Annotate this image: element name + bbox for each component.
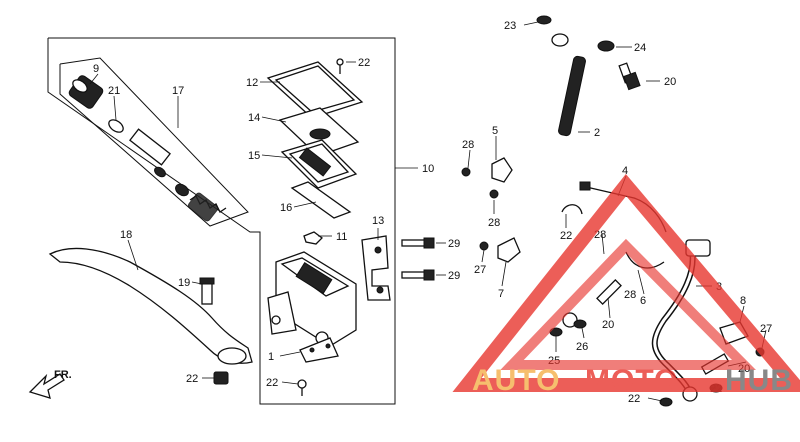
callout-27a: 27 bbox=[474, 264, 486, 276]
screw-28a bbox=[461, 167, 471, 177]
switch-bracket bbox=[299, 337, 339, 363]
screw-25 bbox=[336, 58, 344, 74]
bolt-20-mid bbox=[596, 279, 622, 305]
watermark-text-hub: HUB bbox=[725, 364, 793, 397]
holder bbox=[361, 235, 391, 301]
front-direction-arrow: FR. bbox=[28, 369, 72, 399]
callout-22a: 23 bbox=[504, 20, 516, 32]
callout-17: 17 bbox=[172, 85, 184, 97]
screw-26 bbox=[297, 379, 307, 396]
callout-28d: 28 bbox=[624, 289, 636, 301]
callout-20a: 20 bbox=[664, 76, 676, 88]
callout-7: 7 bbox=[498, 288, 504, 300]
callout-19: 19 bbox=[178, 277, 190, 289]
bolts-29 bbox=[401, 237, 435, 281]
direction-label: FR. bbox=[54, 369, 72, 381]
piston-boot bbox=[68, 75, 104, 109]
bolt-20-top bbox=[618, 62, 641, 91]
callout-2: 2 bbox=[594, 127, 600, 139]
callout-4: 4 bbox=[622, 165, 628, 177]
bolt-27a bbox=[479, 241, 489, 251]
callout-25: 22 bbox=[358, 57, 370, 69]
callout-10: 10 bbox=[422, 163, 434, 175]
clip-11 bbox=[303, 231, 323, 245]
callout-11: 11 bbox=[336, 231, 347, 243]
brake-lever bbox=[48, 247, 253, 365]
brake-hose-2 bbox=[538, 33, 586, 328]
clamp-5 bbox=[491, 157, 513, 183]
callout-22e: 22 bbox=[628, 393, 640, 405]
callout-24: 22 bbox=[560, 230, 572, 242]
callout-8: 8 bbox=[740, 295, 746, 307]
diaphragm bbox=[280, 139, 358, 189]
callout-22b: 24 bbox=[634, 42, 646, 54]
callout-15: 15 bbox=[248, 150, 260, 162]
callout-29b: 29 bbox=[448, 270, 460, 282]
circlip bbox=[108, 119, 124, 133]
piston-kit-frame bbox=[59, 57, 249, 227]
callout-5: 5 bbox=[492, 125, 498, 137]
callout-29a: 29 bbox=[448, 238, 460, 250]
callout-20b: 20 bbox=[602, 319, 614, 331]
callout-27b: 27 bbox=[760, 323, 772, 335]
callout-9: 9 bbox=[93, 63, 99, 75]
watermark-triangle-outer bbox=[452, 173, 800, 392]
callout-14: 14 bbox=[248, 112, 260, 124]
reservoir-cap bbox=[266, 61, 364, 119]
leader-lines bbox=[89, 21, 767, 402]
callout-18: 18 bbox=[120, 229, 132, 241]
callout-23: 21 bbox=[108, 85, 120, 97]
cap-plate bbox=[278, 107, 360, 157]
watermark: AUTO MOTO HUB bbox=[452, 173, 800, 397]
washers-top bbox=[536, 15, 615, 52]
callout-1: 1 bbox=[268, 351, 274, 363]
float-plate bbox=[290, 181, 352, 219]
watermark-text-moto: MOTO bbox=[585, 364, 678, 397]
pivot-bolt-19 bbox=[199, 277, 215, 305]
callout-labels: 9 21 17 12 14 15 16 11 13 22 10 29 29 1 … bbox=[93, 20, 772, 405]
watermark-triangle-inner bbox=[500, 238, 756, 370]
master-cylinder-body bbox=[267, 251, 357, 347]
callout-26: 22 bbox=[266, 377, 278, 389]
callout-13: 13 bbox=[372, 215, 384, 227]
callout-12: 12 bbox=[246, 77, 258, 89]
nut-21 bbox=[213, 371, 229, 385]
assembly-frame bbox=[47, 37, 418, 405]
callout-28b: 28 bbox=[488, 217, 500, 229]
callout-22d: 26 bbox=[576, 341, 588, 353]
callout-16: 16 bbox=[280, 202, 292, 214]
callout-6: 6 bbox=[640, 295, 646, 307]
callout-28a: 28 bbox=[462, 139, 474, 151]
callout-21: 22 bbox=[186, 373, 198, 385]
piston bbox=[129, 128, 189, 197]
spring bbox=[187, 192, 227, 222]
watermark-text-auto: AUTO bbox=[472, 364, 560, 397]
guide-7 bbox=[497, 237, 521, 263]
screw-28b bbox=[489, 189, 499, 199]
clamp-24 bbox=[561, 204, 583, 215]
